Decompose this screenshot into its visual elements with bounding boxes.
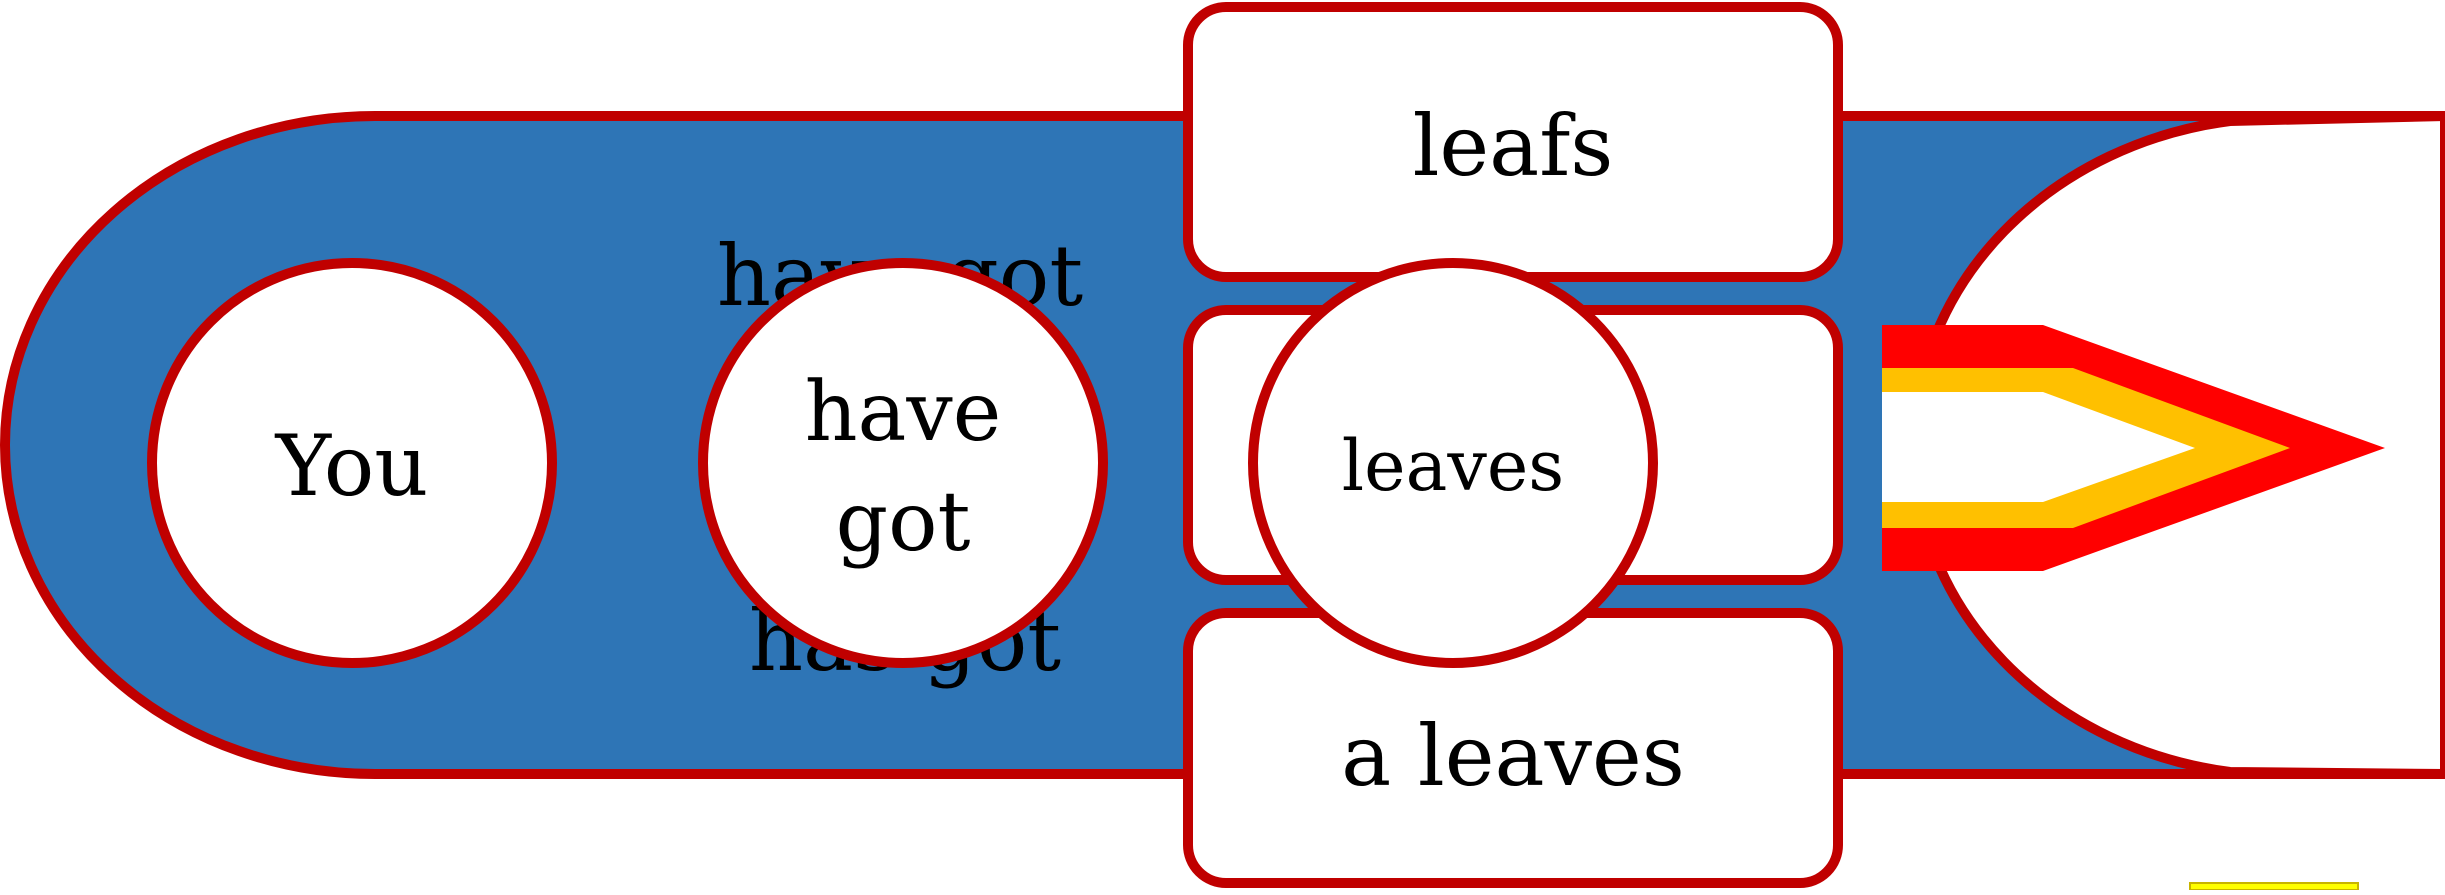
noun-selection-circle[interactable]: leaves [1248,258,1658,668]
subject-circle[interactable]: You [147,258,557,668]
verb-selected-line2: got [836,475,971,570]
corner-mark [2189,882,2359,891]
verb-selection-circle[interactable]: have got [698,258,1108,668]
noun-option-leafs: leafs [1413,97,1614,195]
subject-you: You [275,417,429,515]
noun-option-a-leaves: a leaves [1341,707,1685,805]
noun-option-card-top[interactable]: leafs [1183,2,1843,282]
verb-selected-line1: have [805,365,1002,460]
arrow-right-icon [1882,325,2385,571]
noun-option-card-bottom[interactable]: a leaves [1183,608,1843,888]
noun-selected-leaves: leaves [1342,425,1564,507]
